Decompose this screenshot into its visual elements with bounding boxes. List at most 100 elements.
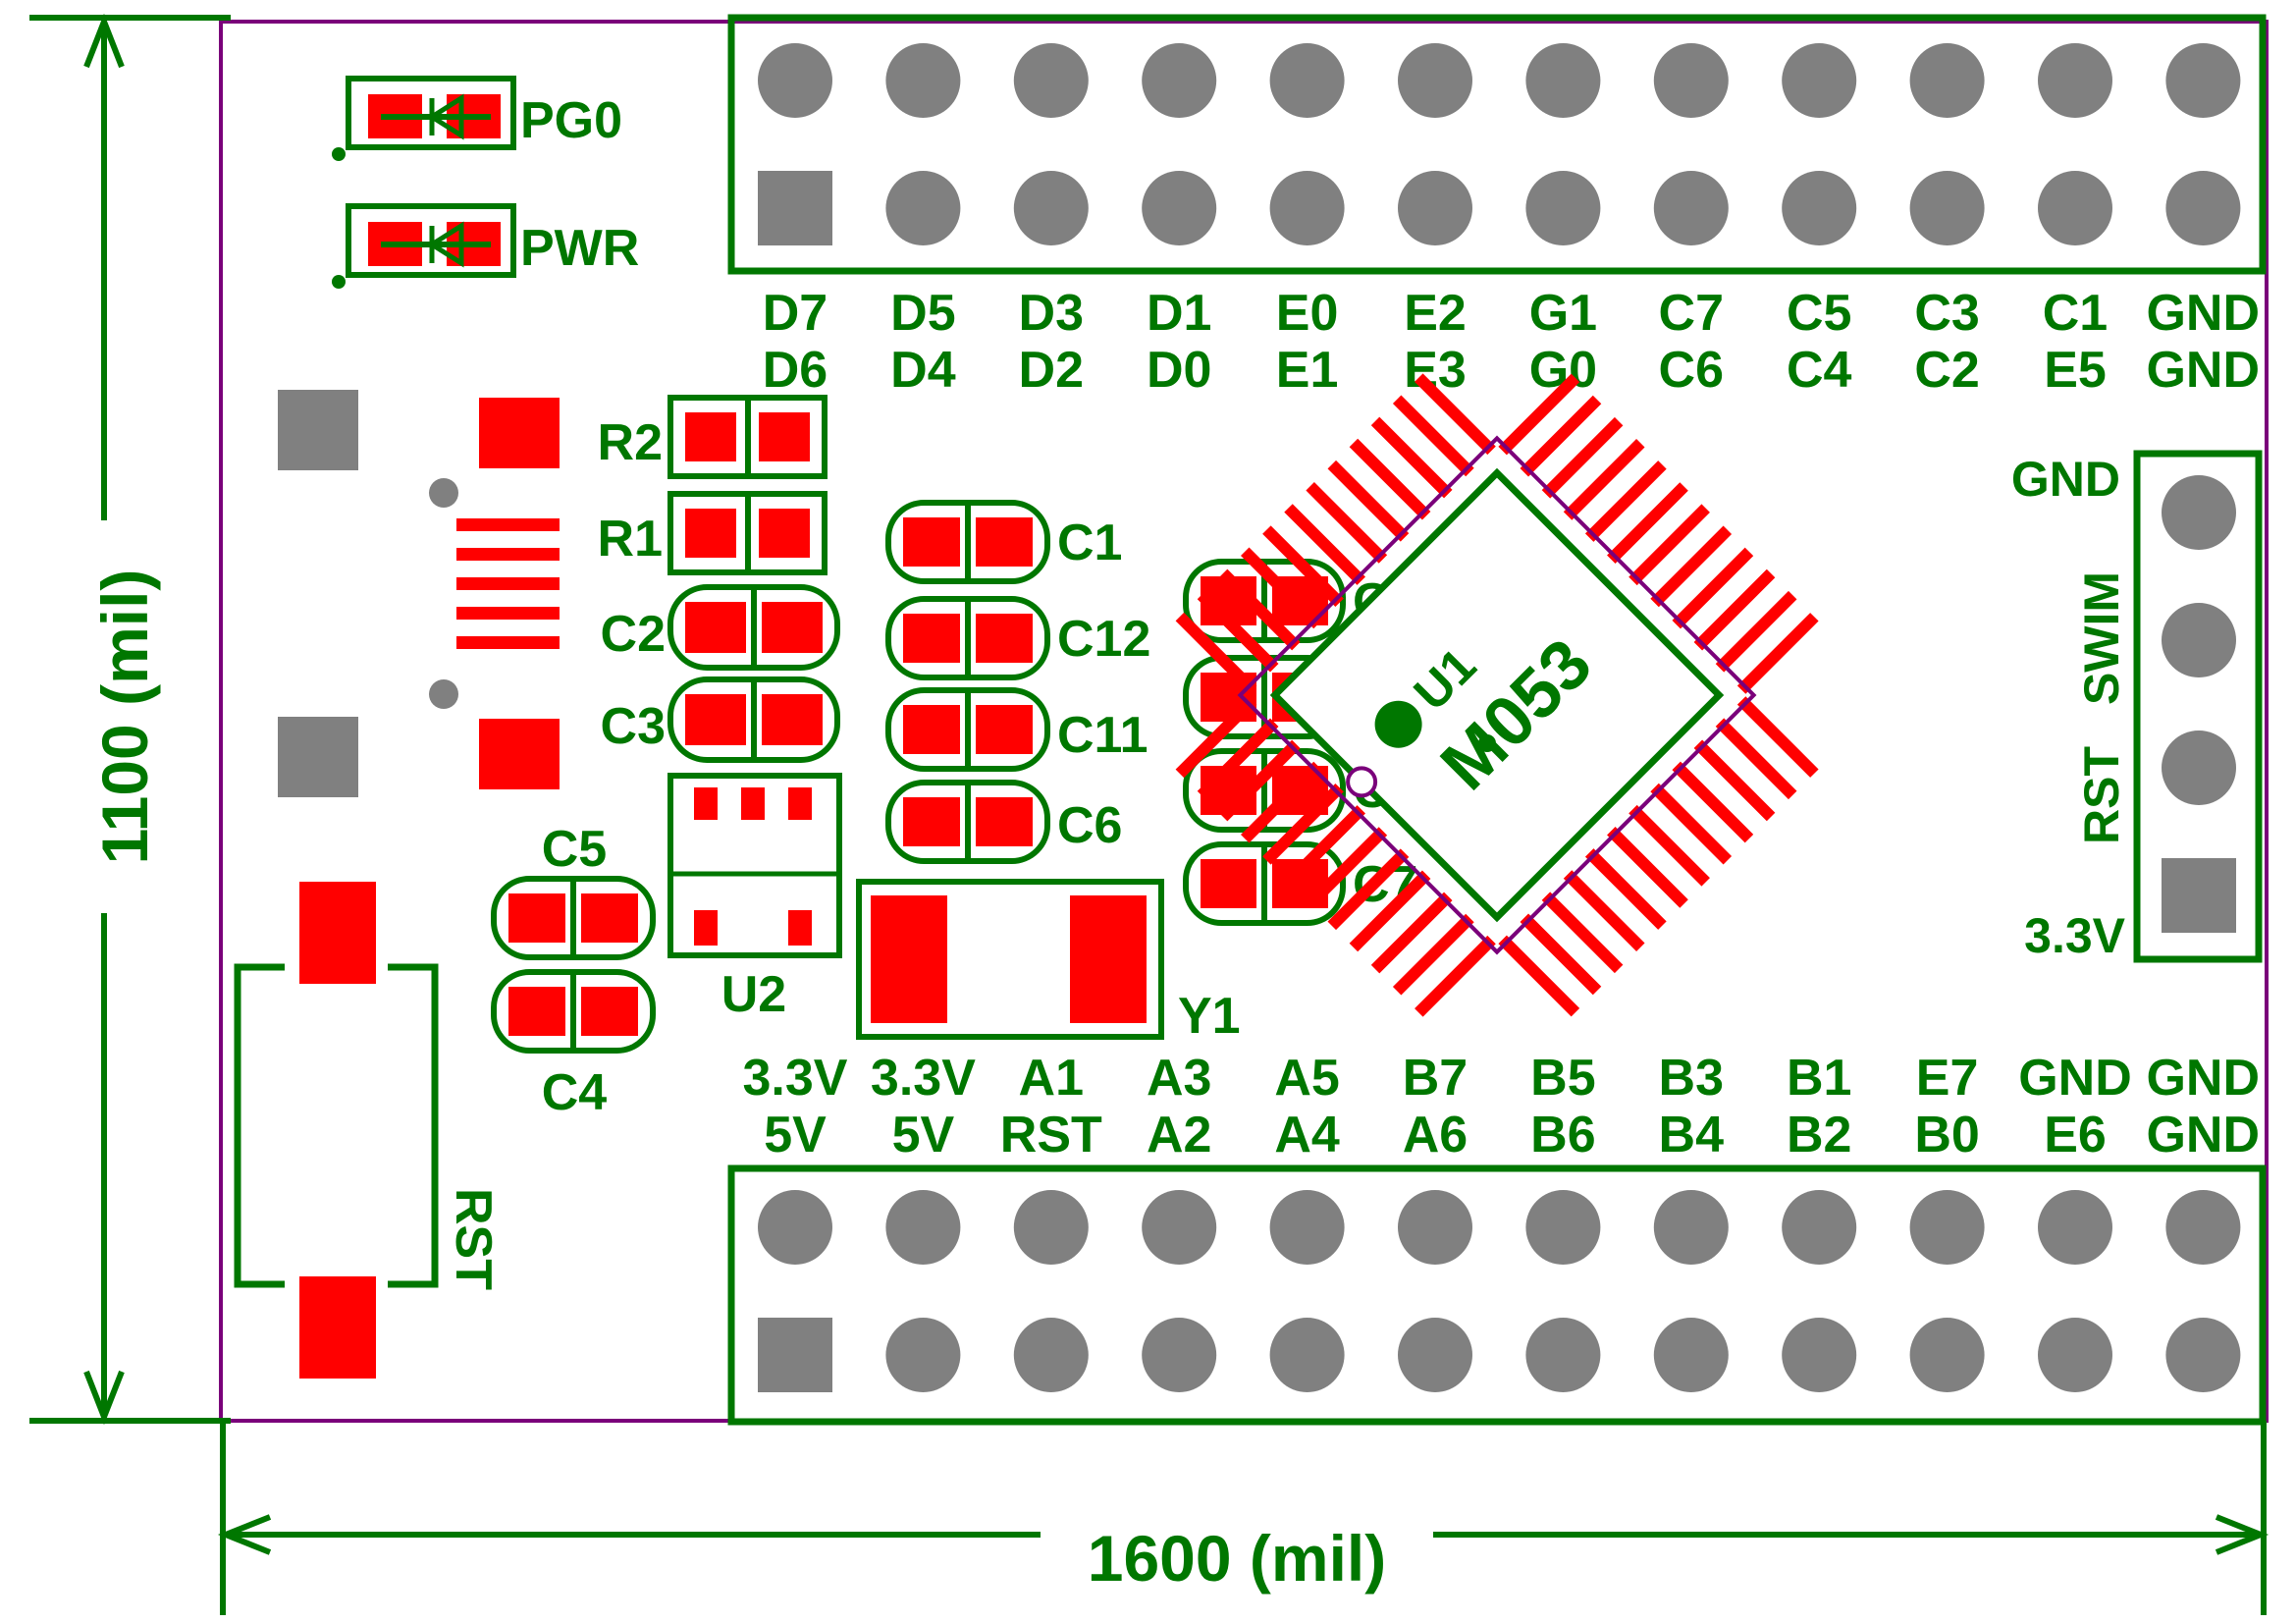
top-header-label-r1-c10: C3: [1914, 285, 1979, 342]
top-header-pad-r1-c9: [1782, 43, 1857, 118]
bottom-header-label-r2-c8: B4: [1659, 1107, 1725, 1163]
top-header-label-r1-c7: G1: [1529, 285, 1597, 342]
top-header-label-r2-c10: C2: [1914, 342, 1979, 399]
mcu-pin-bottom-4: [1563, 870, 1645, 951]
mcu-pin-right-12: [1736, 613, 1819, 694]
swd-pad-gnd: [2162, 475, 2236, 550]
cap-label-c11: C11: [1057, 707, 1148, 764]
top-header-label-r2-c4: D0: [1147, 342, 1211, 399]
top-header-label-r2-c8: C6: [1659, 342, 1724, 399]
top-header-label-r2-c12: GND: [2146, 342, 2260, 399]
capacitor-c6: [885, 780, 1050, 864]
top-header-pad-r1-c8: [1653, 43, 1729, 118]
mcu-pin-left-3: [1218, 739, 1301, 822]
regulator-u2: [667, 773, 842, 958]
mcu-pin-left-6: [1284, 805, 1366, 887]
mcu-pin-top-9: [1349, 438, 1431, 520]
bottom-header-label-r1-c9: B1: [1787, 1050, 1851, 1107]
mcu-pin-left-8: [1327, 848, 1410, 931]
bottom-header-pad-r1-c2: [885, 1190, 961, 1265]
top-header-label-r1-c5: E0: [1276, 285, 1339, 342]
top-header-pad-r2-c2: [885, 171, 961, 245]
top-header-label-r1-c12: GND: [2146, 285, 2260, 342]
cap-label-c2: C2: [601, 606, 666, 663]
bottom-header-label-r1-c6: B7: [1403, 1050, 1468, 1107]
mcu-pin-bottom-11: [1715, 718, 1797, 800]
top-header-pad-r2-c10: [1909, 171, 1985, 245]
mcu-pin-top-3: [1218, 568, 1301, 651]
top-header-pad-r2-c5: [1269, 171, 1345, 245]
bottom-header-label-r1-c10: E7: [1916, 1050, 1979, 1107]
bottom-header-label-r1-c1: 3.3V: [743, 1050, 848, 1107]
bottom-header-pad-r1-c1: [758, 1190, 832, 1265]
mcu-pin-bottom-2: [1520, 913, 1602, 996]
top-header-pad-r1-c5: [1269, 43, 1345, 118]
top-header-label-r1-c1: D7: [763, 285, 828, 342]
mcu-pin-right-8: [1650, 525, 1733, 608]
top-header-label-r2-c3: D2: [1019, 342, 1084, 399]
capacitor-c4: [491, 969, 656, 1054]
bottom-header-label-r2-c2: 5V: [892, 1107, 955, 1163]
top-header-pad-r1-c4: [1142, 43, 1217, 118]
top-header-pad-r2-c1: [758, 171, 832, 245]
swd-label-swim: SWIM: [2074, 571, 2129, 705]
bottom-header-label-r1-c12: GND: [2146, 1050, 2260, 1107]
top-header-pad-r1-c10: [1909, 43, 1985, 118]
mcu-pin-bottom-5: [1584, 848, 1667, 930]
mcu-pin-bottom-12: [1736, 696, 1819, 778]
cap-label-c5: C5: [542, 821, 607, 878]
bottom-header-label-r2-c9: B2: [1787, 1107, 1851, 1163]
mcu-pin-bottom-9: [1672, 761, 1754, 843]
top-header-pads: [758, 43, 2241, 245]
bottom-header-pads: [758, 1190, 2241, 1392]
resistor-label-r2: R2: [598, 414, 663, 471]
bottom-header-pad-r2-c9: [1782, 1318, 1857, 1392]
mcu-pin-left-7: [1306, 827, 1388, 908]
top-header-pad-r1-c3: [1013, 43, 1089, 118]
capacitor-c1: [885, 500, 1050, 584]
bottom-header-pad-r2-c10: [1909, 1318, 1985, 1392]
top-header-label-r2-c11: E5: [2044, 342, 2107, 399]
cap-label-c3: C3: [601, 698, 666, 755]
top-header-pad-r2-c9: [1782, 171, 1857, 245]
top-header-label-r1-c6: E2: [1404, 285, 1467, 342]
bottom-header-label-r2-c10: B0: [1914, 1107, 1979, 1163]
bottom-header-pad-r1-c9: [1782, 1190, 1857, 1265]
mcu-pin1-marker: [1478, 734, 1496, 752]
mcu-pin-bottom-10: [1693, 739, 1776, 822]
mcu-pin-left-5: [1262, 783, 1344, 865]
mcu-pin-right-3: [1541, 416, 1624, 499]
resistor-label-r1: R1: [598, 511, 663, 568]
top-header-pad-r2-c12: [2165, 171, 2241, 245]
swd-label-3v3: 3.3V: [2024, 908, 2126, 963]
swd-header-outline: [2133, 450, 2263, 963]
reset-button: [234, 882, 439, 1379]
crystal-label-y1: Y1: [1178, 988, 1241, 1045]
swd-pad-swim: [2162, 603, 2236, 677]
bottom-header-label-r2-c6: A6: [1403, 1107, 1468, 1163]
top-header-label-r2-c5: E1: [1276, 342, 1339, 399]
bottom-header-pad-r1-c11: [2038, 1190, 2112, 1265]
mcu-pin-top-7: [1306, 482, 1388, 564]
bottom-header-label-r1-c4: A3: [1147, 1050, 1211, 1107]
bottom-header-pad-r1-c7: [1525, 1190, 1601, 1265]
bottom-header-pad-r1-c4: [1142, 1190, 1217, 1265]
bottom-header-label-r2-c5: A4: [1274, 1107, 1340, 1163]
capacitor-c11: [885, 687, 1050, 772]
bottom-header-label-r2-c3: RST: [1000, 1107, 1102, 1163]
bottom-header-pad-r2-c6: [1398, 1318, 1472, 1392]
cap-label-c4: C4: [542, 1064, 608, 1121]
top-header-pad-r2-c4: [1142, 171, 1217, 245]
top-header-pad-r1-c2: [885, 43, 961, 118]
swd-label-rst: RST: [2074, 746, 2129, 844]
crystal-y1: [856, 879, 1164, 1040]
top-header-label-r2-c9: C4: [1787, 342, 1852, 399]
mcu-pin-right-7: [1629, 504, 1710, 586]
top-header-pad-r1-c11: [2038, 43, 2112, 118]
mcu-pin-bottom-8: [1650, 783, 1733, 865]
mcu-pin-top-8: [1327, 460, 1410, 542]
swd-pad-rst: [2162, 730, 2236, 805]
mcu-pin-right-11: [1715, 590, 1797, 673]
